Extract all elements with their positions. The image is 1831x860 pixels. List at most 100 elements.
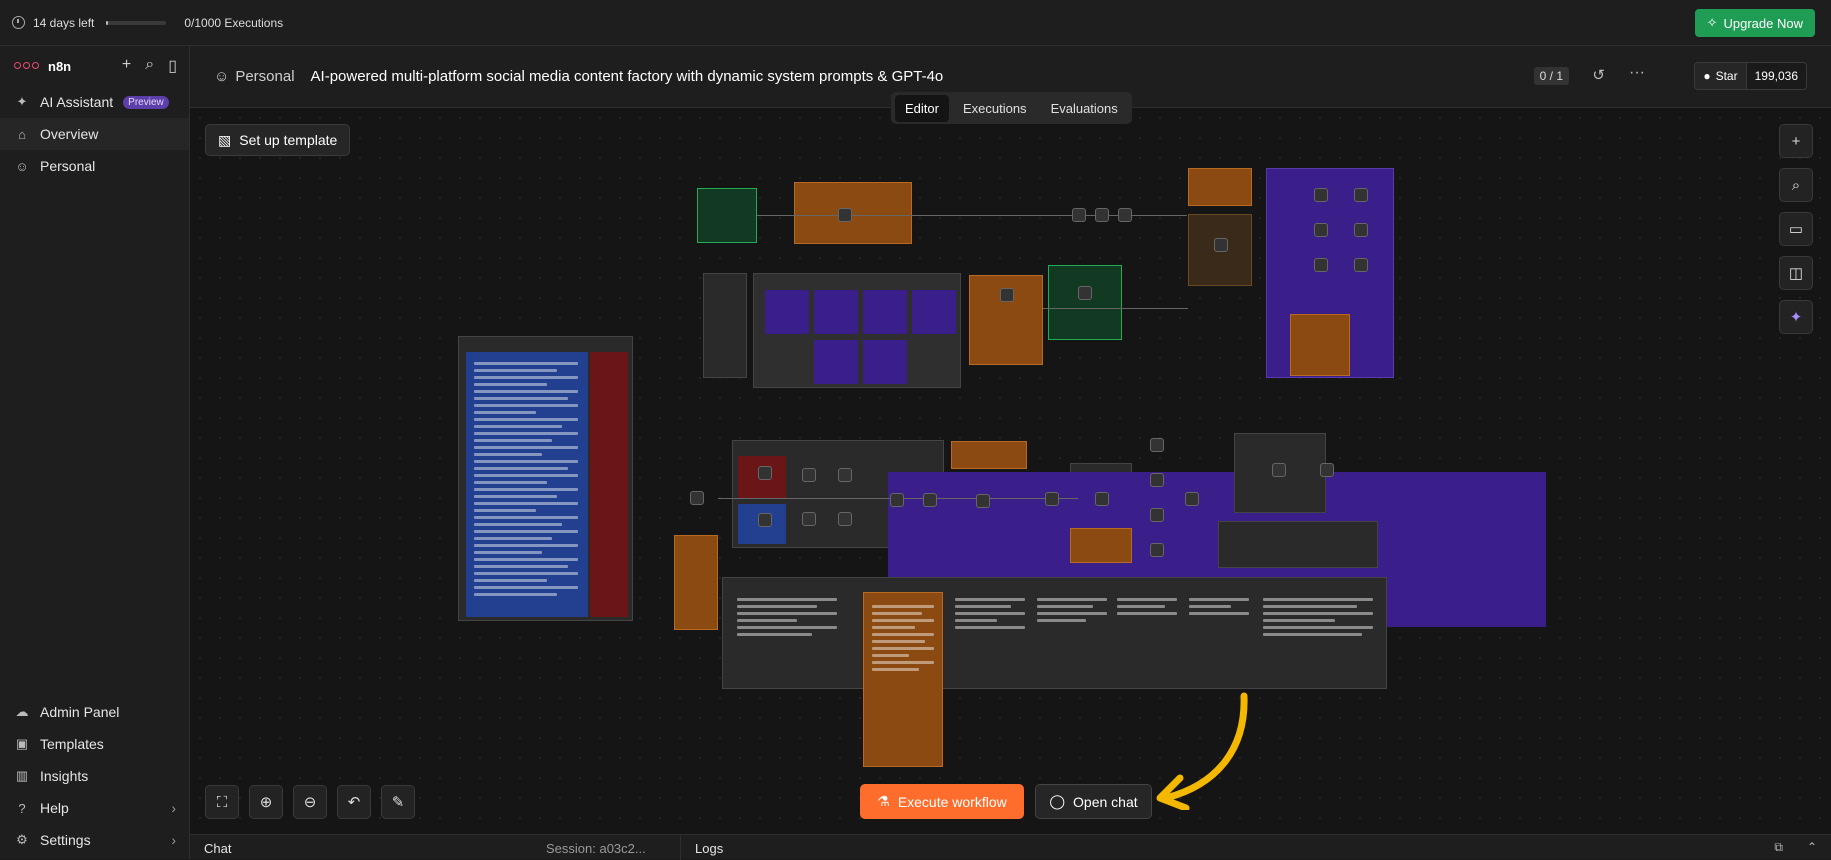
- zoom-out-icon: ⊖: [303, 794, 317, 811]
- brand-name: n8n: [48, 58, 72, 74]
- canvas-right-toolbar: + ⌕ ▭ ◫ ✦: [1779, 124, 1813, 334]
- sticky-note[interactable]: [697, 188, 757, 243]
- search-icon: ⌕: [1791, 176, 1801, 194]
- chat-bubble-icon: ◯: [1049, 793, 1066, 809]
- top-bar: 14 days left 0/1000 Executions ✧ Upgrade…: [0, 0, 1831, 46]
- sidebar-item-label: Insights: [40, 768, 89, 784]
- github-star-widget[interactable]: ● Star 199,036: [1694, 62, 1807, 90]
- execute-workflow-label: Execute workflow: [897, 793, 1007, 810]
- node-group[interactable]: [814, 290, 858, 334]
- undo-button[interactable]: ↶: [337, 785, 371, 819]
- node-group[interactable]: [912, 290, 956, 334]
- sidebar-item-settings[interactable]: ⚙ Settings ›: [0, 824, 190, 856]
- sticky-note[interactable]: [1070, 528, 1132, 563]
- cloud-icon: ☁: [15, 704, 29, 719]
- workflow-canvas[interactable]: [190, 108, 1831, 834]
- breadcrumb-project[interactable]: ☺ Personal: [214, 68, 295, 85]
- sticky-note[interactable]: [1218, 521, 1378, 568]
- view-tabs: Editor Executions Evaluations: [891, 92, 1132, 124]
- sidebar-header: n8n + ⌕ ▯: [0, 46, 189, 86]
- sidebar-item-templates[interactable]: ▣ Templates: [0, 728, 190, 760]
- sticky-note[interactable]: [1188, 168, 1252, 206]
- popout-icon[interactable]: ⧉: [1774, 840, 1783, 854]
- node-group[interactable]: [814, 340, 858, 384]
- tab-executions[interactable]: Executions: [962, 100, 1027, 116]
- toggle-panel-button[interactable]: ◫: [1779, 256, 1813, 290]
- chevron-up-icon[interactable]: ⌃: [1806, 840, 1817, 854]
- sticky-note[interactable]: [794, 182, 912, 244]
- zoom-in-icon: ⊕: [259, 794, 273, 811]
- chat-panel-label[interactable]: Chat: [204, 841, 232, 856]
- sidebar-actions: + ⌕ ▯: [122, 56, 189, 76]
- sidebar-item-help[interactable]: ? Help ›: [0, 792, 190, 824]
- logs-panel-label[interactable]: Logs: [695, 841, 724, 856]
- diamond-icon: ✧: [1706, 15, 1718, 30]
- set-up-template-button[interactable]: ▧ Set up template: [205, 124, 351, 156]
- workflow-title[interactable]: AI-powered multi-platform social media c…: [310, 68, 944, 85]
- plus-icon: +: [1791, 132, 1801, 150]
- upgrade-now-label: Upgrade Now: [1723, 15, 1804, 31]
- chevron-right-icon: ›: [171, 800, 176, 816]
- session-id: Session: a03c2...: [546, 841, 646, 856]
- sticky-note-instructions[interactable]: [722, 577, 1387, 689]
- sidebar-item-admin-panel[interactable]: ☁ Admin Panel: [0, 696, 190, 728]
- fit-view-button[interactable]: ⛶: [205, 785, 239, 819]
- node-group[interactable]: [863, 290, 907, 334]
- sticky-note-highlight[interactable]: [863, 592, 943, 767]
- zoom-out-button[interactable]: ⊖: [293, 785, 327, 819]
- history-icon[interactable]: ↺: [1592, 67, 1605, 84]
- n8n-logo-icon[interactable]: [14, 60, 40, 72]
- executions-count: 0/1000 Executions: [184, 15, 284, 30]
- tab-editor[interactable]: Editor: [895, 94, 949, 122]
- sidebar-item-overview[interactable]: ⌂ Overview: [0, 118, 189, 150]
- sidebar-item-ai-assistant[interactable]: ✦ AI Assistant Preview: [0, 86, 189, 118]
- github-star-button[interactable]: ● Star: [1695, 63, 1747, 89]
- sparkle-icon: ✦: [1789, 309, 1803, 326]
- search-nodes-button[interactable]: ⌕: [1779, 168, 1813, 202]
- sticky-note[interactable]: [1290, 314, 1350, 376]
- sticky-note[interactable]: [703, 273, 747, 378]
- sparkle-icon: ✦: [16, 94, 28, 109]
- add-sticky-button[interactable]: ▭: [1779, 212, 1813, 246]
- sidebar-item-label: Templates: [40, 736, 104, 752]
- tidy-up-button[interactable]: ✎: [381, 785, 415, 819]
- chevron-right-icon: ›: [171, 832, 176, 848]
- search-icon[interactable]: ⌕: [145, 56, 155, 73]
- sidebar: n8n + ⌕ ▯ ✦ AI Assistant Preview ⌂ Overv…: [0, 46, 190, 859]
- panel-divider: [680, 835, 681, 860]
- gear-icon: ⚙: [16, 832, 28, 847]
- open-chat-label: Open chat: [1073, 793, 1138, 810]
- sidebar-item-label: Admin Panel: [40, 704, 120, 720]
- schema-block[interactable]: [590, 352, 628, 617]
- github-star-label: Star: [1715, 69, 1738, 83]
- upgrade-now-button[interactable]: ✧ Upgrade Now: [1694, 9, 1815, 37]
- plus-icon[interactable]: +: [121, 56, 132, 73]
- sticky-note[interactable]: [951, 441, 1027, 469]
- sidebar-item-label: Settings: [40, 832, 91, 848]
- add-node-button[interactable]: +: [1779, 124, 1813, 158]
- home-icon: ⌂: [18, 126, 26, 142]
- sticky-note[interactable]: [1048, 265, 1122, 340]
- open-chat-button[interactable]: ◯ Open chat: [1035, 784, 1152, 819]
- sidebar-item-insights[interactable]: ▥ Insights: [0, 760, 190, 792]
- tab-evaluations[interactable]: Evaluations: [1050, 100, 1118, 116]
- broom-icon: ✎: [391, 794, 405, 811]
- zoom-in-button[interactable]: ⊕: [249, 785, 283, 819]
- ai-assistant-button[interactable]: ✦: [1779, 300, 1813, 334]
- chart-icon: ▥: [15, 768, 29, 783]
- sticky-note[interactable]: [674, 535, 718, 630]
- package-icon: ▧: [218, 131, 232, 148]
- breadcrumb-project-label: Personal: [235, 68, 295, 85]
- sidebar-item-personal[interactable]: ☺ Personal: [0, 150, 189, 182]
- undo-icon: ↶: [347, 794, 361, 811]
- node-group[interactable]: [765, 290, 809, 334]
- panel-icon: ◫: [1788, 265, 1804, 282]
- more-options-icon[interactable]: ···: [1629, 64, 1645, 81]
- sidebar-toggle-icon[interactable]: ▯: [168, 58, 177, 75]
- github-icon: ●: [1703, 69, 1711, 83]
- sidebar-item-label: Personal: [40, 158, 96, 174]
- sticky-note[interactable]: [969, 275, 1043, 365]
- node-group[interactable]: [863, 340, 907, 384]
- system-prompt-block[interactable]: [466, 352, 588, 617]
- execute-workflow-button[interactable]: ⚗ Execute workflow: [860, 784, 1024, 819]
